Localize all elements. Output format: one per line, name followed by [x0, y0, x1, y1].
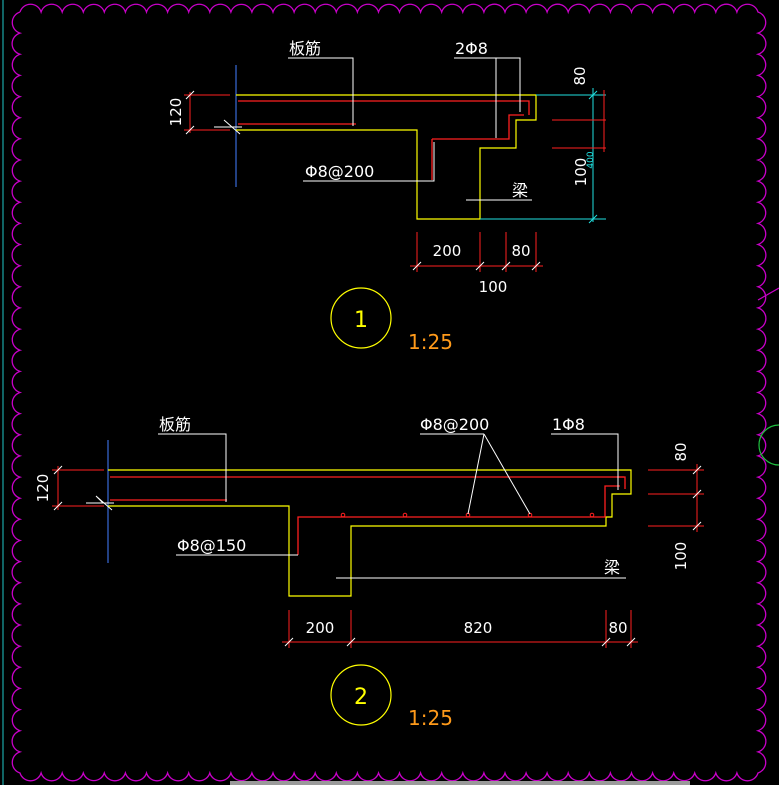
dim-slab-thickness: 120 [167, 98, 185, 127]
revision-cloud [11, 3, 767, 782]
dim-bottom-a: 200 [306, 619, 335, 637]
detail-2: 板筋 Φ8@200 1Φ8 Φ8@150 梁 120 80 100 200 82… [34, 415, 704, 730]
stirrup-bar [432, 114, 524, 140]
dim-slab-thickness: 120 [34, 474, 52, 503]
dim-right: 100 [572, 158, 590, 187]
dim-tick [53, 501, 63, 511]
rebar-dot [589, 512, 595, 518]
label-slab-rebar: 板筋 [289, 39, 321, 58]
dim-tick [284, 637, 294, 647]
detail-scale: 1:25 [408, 330, 453, 354]
dim-right: 100 [672, 542, 690, 571]
label-stirrups: Φ8@200 [305, 162, 374, 181]
dim-tick [346, 637, 356, 647]
label-stirrups: Φ8@150 [177, 536, 246, 555]
concrete-outline [108, 469, 632, 597]
dim-bottom-b: 820 [464, 619, 493, 637]
dim-tick [185, 90, 195, 100]
dim-tick [588, 90, 598, 100]
dim-tick [692, 489, 702, 499]
dim-tick [53, 465, 63, 475]
detail-scale: 1:25 [408, 706, 453, 730]
dim-right-small: 400 [586, 151, 596, 168]
rebar-dot [340, 512, 346, 518]
rebar-hook [617, 476, 626, 489]
external-line [757, 287, 779, 301]
label-beam: 梁 [604, 558, 620, 577]
detail-number-circle [330, 664, 392, 726]
dim-bottom-b: 80 [511, 242, 530, 260]
stirrup-bar [297, 485, 620, 555]
dim-top: 80 [571, 66, 589, 85]
rebar-hook [524, 100, 530, 115]
label-end-bar: 1Φ8 [552, 415, 585, 434]
detail-number-circle [330, 287, 392, 349]
dim-tick [692, 465, 702, 475]
external-arc [758, 424, 779, 466]
dim-tick [185, 125, 195, 135]
leader-slab-rebar [288, 57, 354, 126]
dim-bottom-c: 80 [608, 619, 627, 637]
bottom-scrollbar[interactable] [230, 781, 690, 785]
label-slab-rebar: 板筋 [159, 415, 191, 434]
leader-dist-bars-a [467, 433, 485, 515]
break-mark [214, 119, 242, 135]
detail-1: 板筋 2Φ8 Φ8@200 梁 120 80 100 400 200 8 [167, 39, 606, 354]
dim-tick [531, 261, 541, 271]
leader-dist-bars-b [483, 433, 531, 515]
leader-top-bars [454, 57, 521, 112]
dim-tick [475, 261, 485, 271]
rebar-dot [402, 512, 408, 518]
dim-tick [601, 637, 611, 647]
label-beam: 梁 [512, 181, 528, 200]
label-dist-bars: Φ8@200 [420, 415, 489, 434]
dim-bottom-c: 100 [479, 278, 508, 296]
detail-number: 1 [354, 308, 368, 333]
dim-tick [412, 261, 422, 271]
dim-tick [626, 637, 636, 647]
detail-number: 2 [354, 685, 368, 710]
dim-top: 80 [672, 442, 690, 461]
concrete-outline [236, 94, 537, 220]
label-top-bars: 2Φ8 [455, 39, 488, 58]
leader-end-bar [551, 433, 619, 490]
break-mark [86, 495, 114, 511]
dim-tick [588, 214, 598, 224]
leader-slab-rebar [158, 433, 227, 502]
dim-bottom-a: 200 [433, 242, 462, 260]
dim-tick [692, 521, 702, 531]
dim-tick [501, 261, 511, 271]
leader-stirrups [303, 142, 435, 182]
